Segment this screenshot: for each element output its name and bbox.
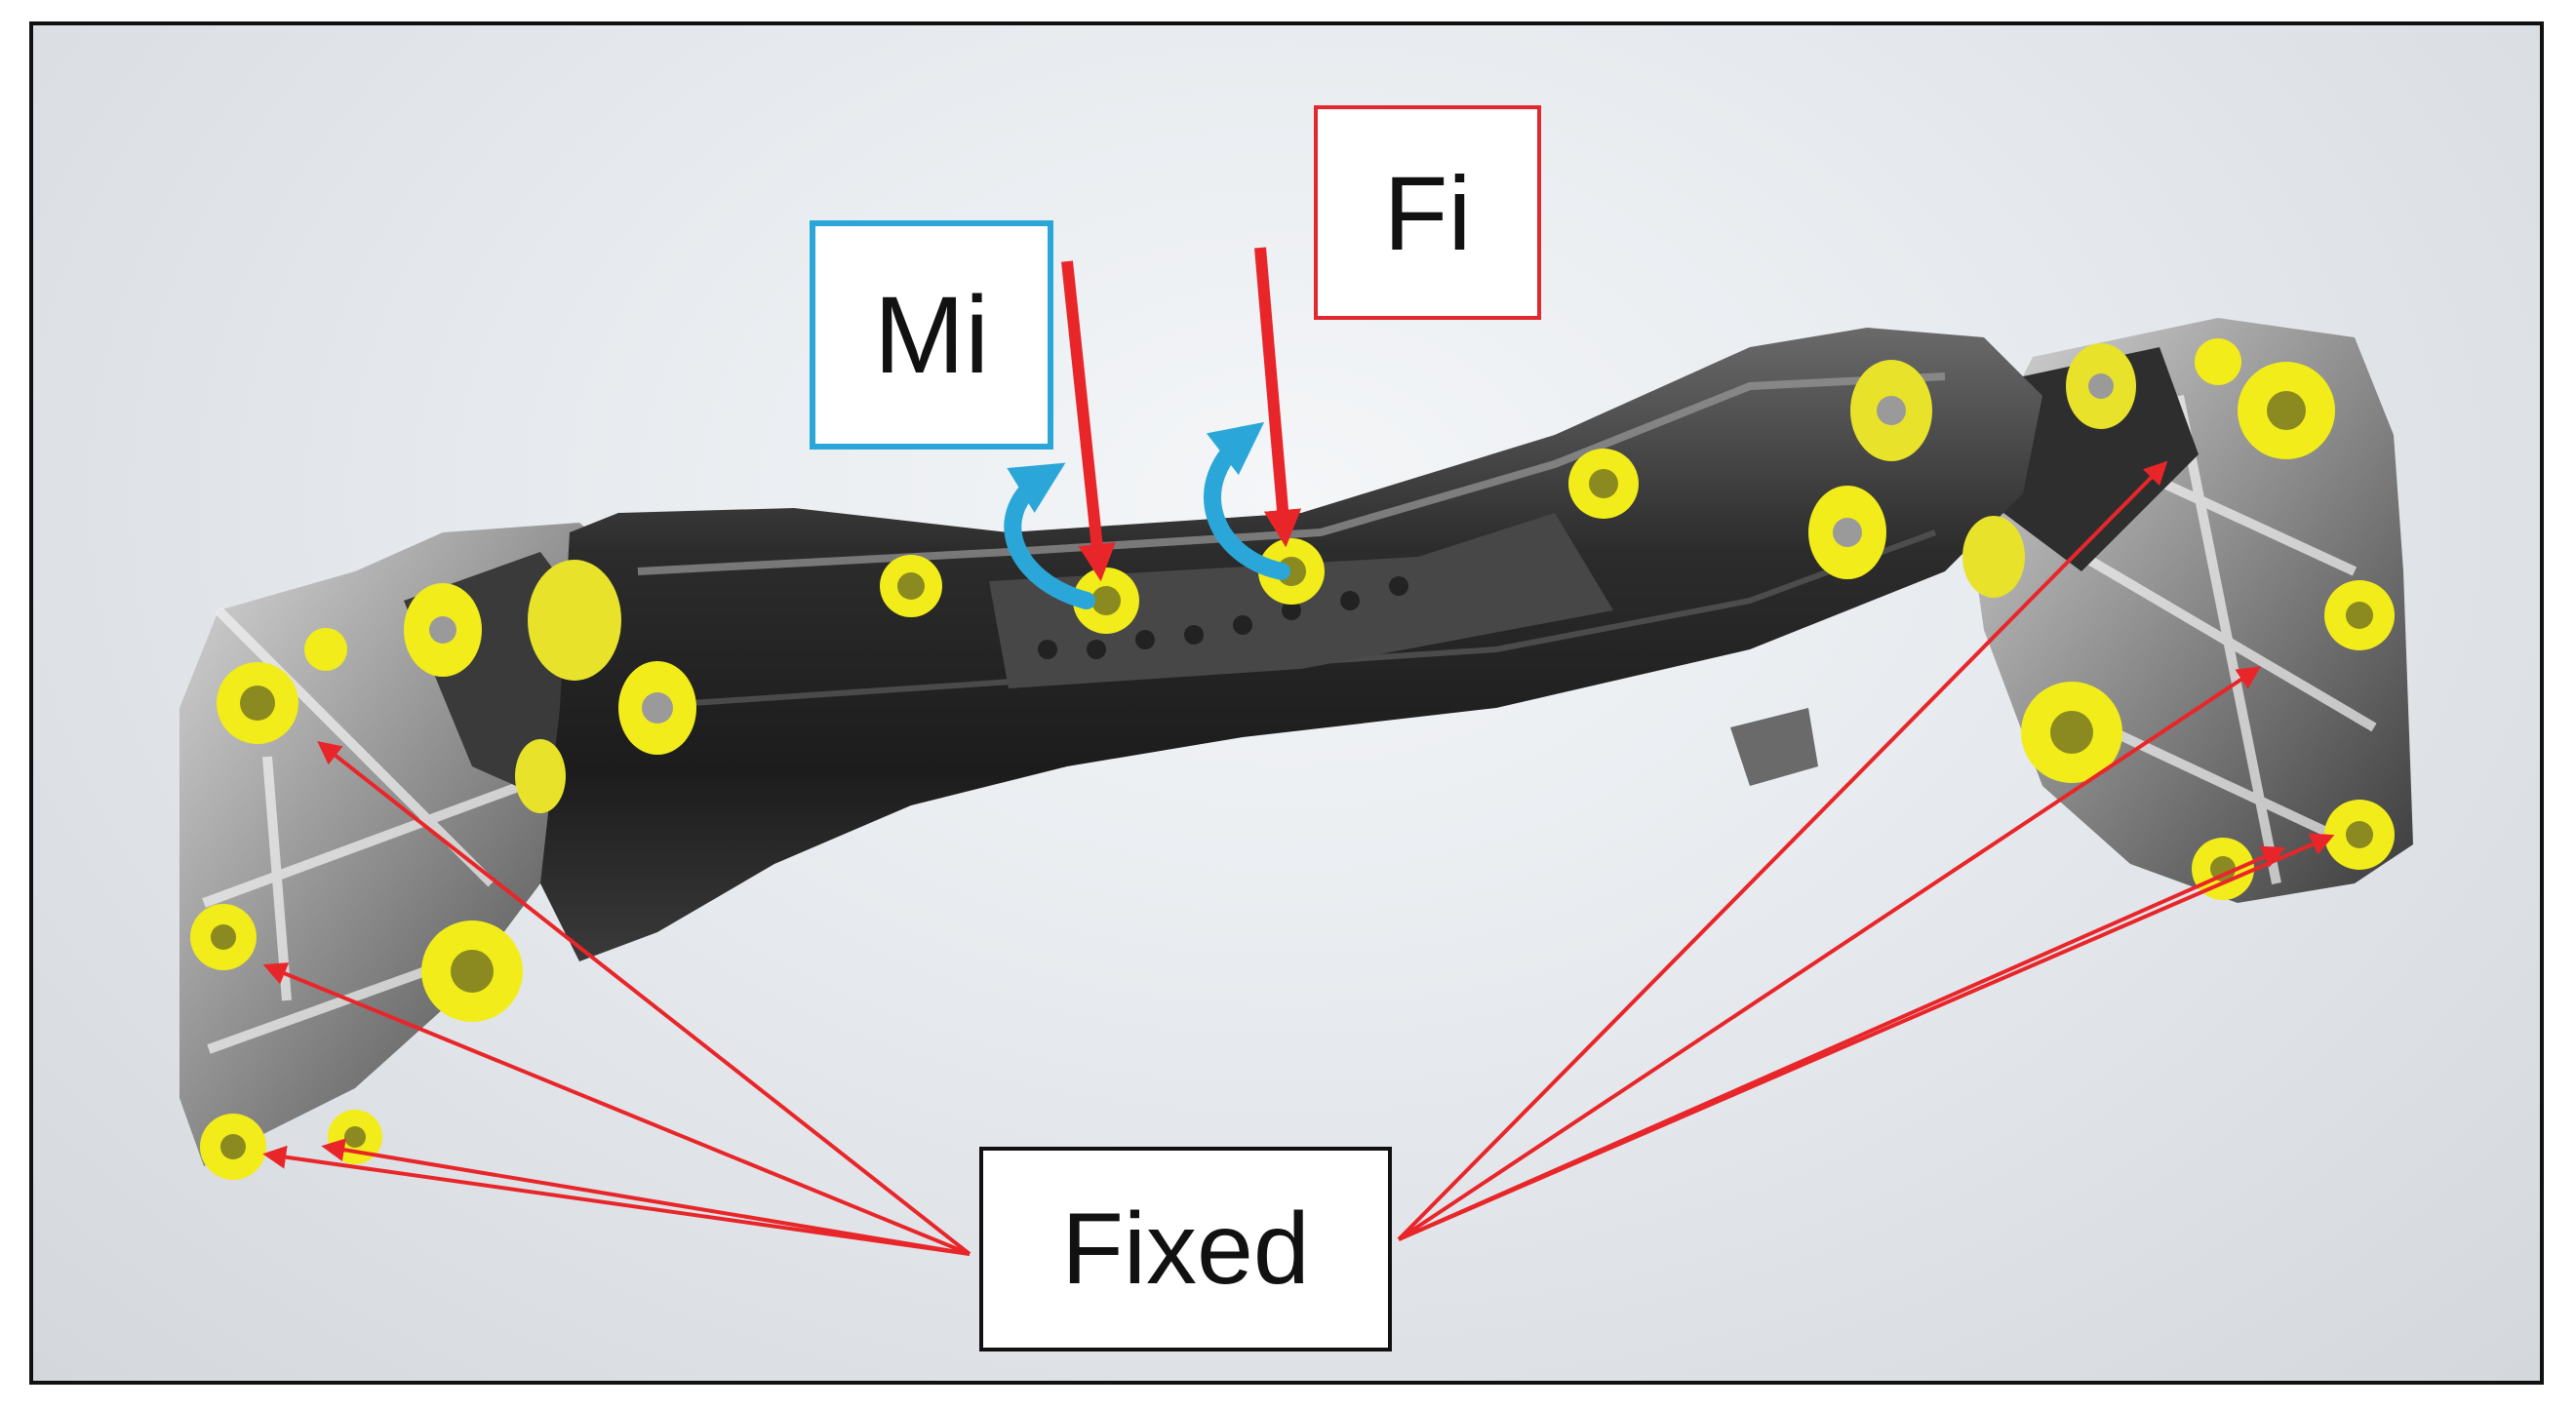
- force-label-box: Fi: [1314, 105, 1541, 320]
- moment-label: Mi: [873, 274, 990, 396]
- bolt-hole-icon: [190, 904, 257, 970]
- bolt-hole-icon: [515, 739, 566, 813]
- force-arrows: [1061, 247, 1302, 582]
- moment-arrows: [1004, 421, 1290, 609]
- moment-label-box: Mi: [810, 220, 1053, 450]
- bolt-hole-icon: [421, 920, 523, 1022]
- fixed-label: Fixed: [1061, 1192, 1310, 1306]
- bolt-hole-icon: [2066, 343, 2136, 429]
- down-arrow-icon: [1254, 247, 1302, 548]
- bolt-hole-icon: [1962, 516, 2025, 598]
- fixed-pointers-left: [262, 741, 971, 1256]
- bolt-hole-icon: [880, 555, 942, 617]
- bolt-hole-icon: [1808, 486, 1886, 579]
- fixed-pointers-right: [1397, 460, 2335, 1241]
- bolt-hole-icon: [2192, 838, 2254, 900]
- bolt-hole-icon: [404, 583, 482, 677]
- mount-points: [190, 338, 2395, 1180]
- bolt-hole-icon: [217, 662, 298, 744]
- curved-arrow-icon: [1204, 421, 1290, 580]
- bolt-hole-icon: [618, 661, 696, 755]
- bolt-hole-icon: [1850, 360, 1932, 461]
- down-arrow-icon: [1061, 260, 1116, 582]
- fixed-label-box: Fixed: [979, 1147, 1392, 1351]
- bolt-hole-icon: [2324, 580, 2395, 650]
- central-cross-beam: [540, 328, 2042, 961]
- bolt-hole-icon: [2324, 800, 2395, 870]
- bolt-hole-icon: [1568, 449, 1639, 519]
- force-label: Fi: [1383, 153, 1472, 272]
- curved-arrow-icon: [1004, 462, 1095, 609]
- bolt-hole-icon: [200, 1114, 266, 1180]
- subframe-load-diagram: Mi Fi Fixed: [29, 21, 2544, 1385]
- bolt-hole-icon: [304, 628, 347, 671]
- bolt-hole-icon: [2021, 682, 2122, 783]
- subframe-render: [179, 247, 2413, 1256]
- bolt-hole-icon: [2238, 362, 2335, 459]
- bolt-hole-icon: [528, 560, 621, 681]
- bolt-hole-icon: [1073, 568, 1139, 634]
- bolt-hole-icon: [2195, 338, 2241, 385]
